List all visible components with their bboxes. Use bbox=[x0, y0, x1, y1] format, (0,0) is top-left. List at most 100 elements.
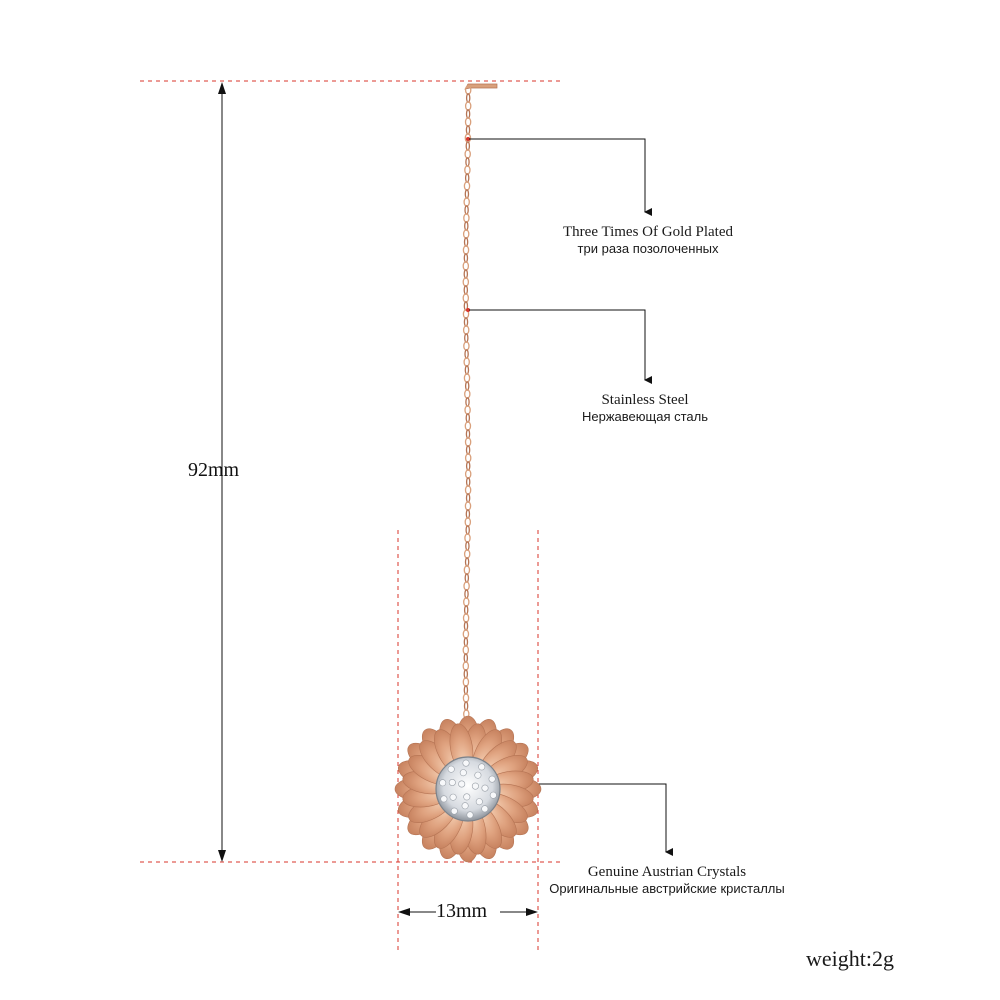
chain-link bbox=[464, 437, 472, 447]
callout-gold-english: Three Times Of Gold Plated bbox=[563, 224, 733, 240]
chain-link bbox=[462, 645, 470, 655]
crystal-stone bbox=[461, 802, 469, 810]
weight-label: weight:2g bbox=[806, 946, 894, 971]
chain-link bbox=[464, 149, 471, 159]
callout-leader-steel bbox=[466, 308, 652, 384]
chain-link bbox=[462, 245, 470, 255]
chain-link bbox=[464, 333, 469, 343]
chain-link bbox=[463, 373, 471, 383]
callout-gold-label: Three Times Of Gold Plated три раза позо… bbox=[548, 224, 748, 256]
crystal-stone bbox=[458, 780, 466, 788]
earring-post bbox=[464, 83, 498, 90]
chain-link bbox=[465, 477, 471, 487]
chain-link bbox=[464, 421, 472, 431]
chain-link bbox=[464, 349, 469, 359]
crystal-stone bbox=[447, 765, 455, 773]
chain-link bbox=[463, 605, 469, 615]
chain-link bbox=[462, 229, 470, 239]
crystal-stone bbox=[471, 782, 479, 790]
crystal-stone bbox=[478, 763, 486, 771]
chain-link bbox=[464, 469, 472, 479]
chain-link bbox=[465, 509, 471, 519]
crystal-stone bbox=[466, 811, 474, 819]
chain-link bbox=[463, 269, 469, 279]
chain-link bbox=[464, 221, 469, 231]
chain-link bbox=[464, 453, 472, 463]
height-label: 92mm bbox=[188, 459, 240, 481]
chain-link bbox=[462, 261, 470, 271]
daisy-pendant bbox=[394, 715, 542, 863]
chain-link bbox=[464, 189, 470, 199]
crystal-center bbox=[435, 756, 501, 822]
chain-link bbox=[463, 685, 469, 695]
chain-link bbox=[463, 581, 470, 591]
chain-link bbox=[462, 293, 470, 303]
crystal-stone bbox=[448, 778, 456, 786]
chain-link bbox=[465, 493, 471, 503]
crystal-stone bbox=[481, 784, 489, 792]
chain-link bbox=[465, 109, 471, 119]
height-dimension-arrow bbox=[218, 82, 226, 862]
crystal-stone bbox=[450, 807, 458, 815]
crystal-stone bbox=[474, 771, 482, 779]
chain-link bbox=[464, 485, 472, 495]
crystal-stone bbox=[439, 779, 447, 787]
chain-link bbox=[465, 461, 471, 471]
chain-link bbox=[464, 173, 470, 183]
crystal-stone bbox=[475, 798, 483, 806]
callout-leader-crystals bbox=[530, 783, 673, 856]
crystal-stone bbox=[481, 805, 489, 813]
callout-gold-russian: три раза позолоченных bbox=[577, 241, 719, 256]
callout-crystals-russian: Оригинальные австрийские кристаллы bbox=[549, 881, 785, 896]
chain-link bbox=[465, 525, 470, 535]
chain-link bbox=[465, 445, 471, 455]
chain-link bbox=[463, 181, 471, 191]
chain-link bbox=[464, 517, 472, 527]
chain-link bbox=[463, 357, 470, 367]
chain-link bbox=[463, 237, 469, 247]
chain-link bbox=[462, 325, 470, 335]
chain-link bbox=[465, 413, 471, 423]
chain-link bbox=[464, 557, 470, 567]
chain-link bbox=[463, 669, 469, 679]
callout-crystals-label: Genuine Austrian Crystals Оригинальные а… bbox=[532, 864, 802, 896]
chain bbox=[462, 85, 472, 719]
chain-link bbox=[463, 549, 471, 559]
crystal-stone bbox=[462, 759, 470, 767]
callout-leader-gold bbox=[466, 137, 652, 216]
chain-link bbox=[463, 213, 470, 223]
chain-link bbox=[464, 405, 471, 415]
chain-link bbox=[464, 165, 471, 175]
chain-link bbox=[464, 589, 469, 599]
chain-link bbox=[463, 621, 469, 631]
crystal-stone bbox=[489, 791, 497, 799]
chain-link bbox=[463, 197, 470, 207]
crystal-stone bbox=[440, 795, 448, 803]
chain-link bbox=[463, 565, 471, 575]
chain-link bbox=[465, 157, 470, 167]
chain-link bbox=[463, 597, 470, 607]
chain-link bbox=[464, 365, 470, 375]
chain-link bbox=[464, 573, 470, 583]
chain-link bbox=[464, 101, 472, 111]
callout-steel-russian: Нержавеющая сталь bbox=[582, 409, 708, 424]
chain-link bbox=[465, 141, 471, 151]
width-dimension-arrow bbox=[398, 908, 538, 916]
chain-link bbox=[464, 533, 471, 543]
chain-link bbox=[462, 677, 470, 687]
chain-link bbox=[465, 429, 471, 439]
chain-link bbox=[464, 381, 470, 391]
chain-link bbox=[463, 341, 470, 351]
chain-link bbox=[464, 389, 471, 399]
chain-link bbox=[463, 701, 469, 711]
chain-link bbox=[464, 205, 469, 215]
chain-link bbox=[464, 501, 472, 511]
chain-link bbox=[462, 613, 470, 623]
chain-link bbox=[462, 693, 470, 703]
chain-link bbox=[463, 317, 469, 327]
chain-link bbox=[465, 541, 470, 551]
chain-link bbox=[462, 277, 470, 287]
width-label: 13mm bbox=[436, 900, 488, 922]
chain-link bbox=[465, 397, 470, 407]
